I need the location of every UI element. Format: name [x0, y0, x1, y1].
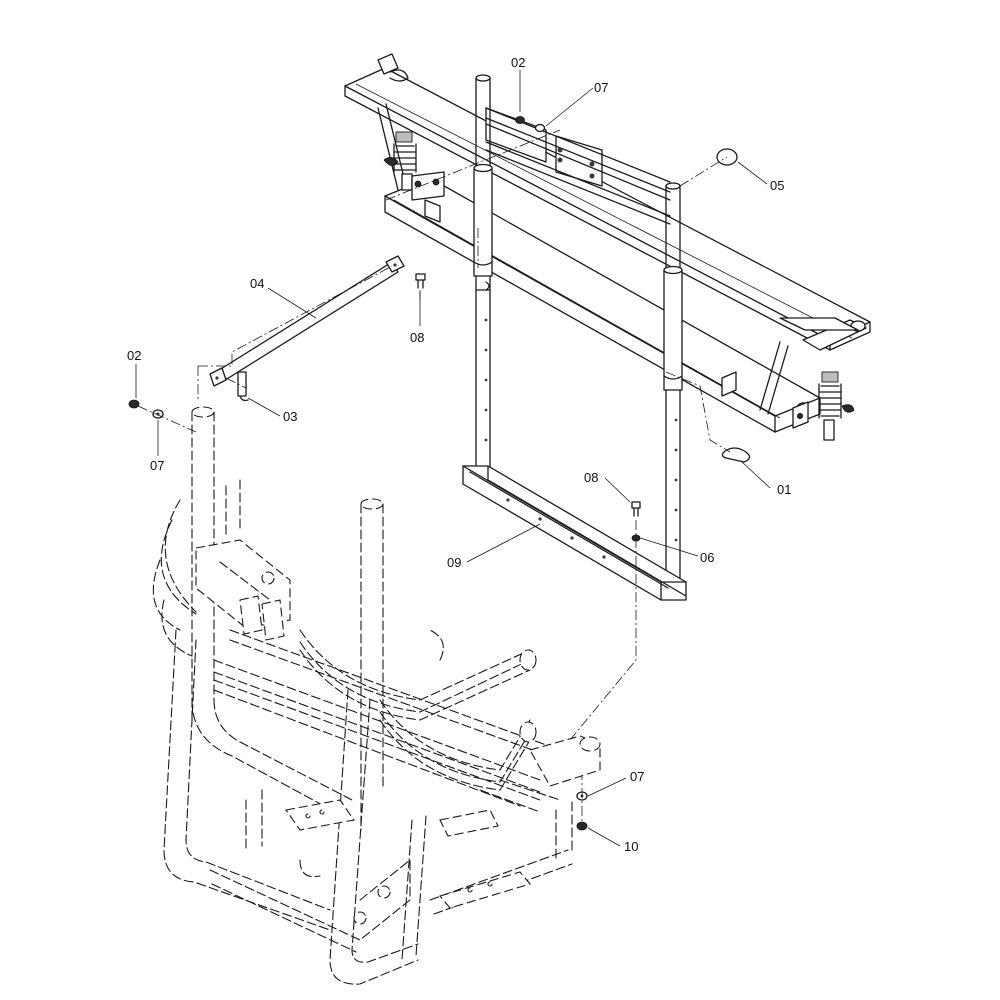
callout-label: 02 — [511, 55, 525, 70]
callout-label: 05 — [770, 178, 784, 193]
callout-label: 02 — [127, 348, 141, 363]
callout-label: 08 — [584, 470, 598, 485]
rack-frame — [344, 53, 871, 441]
brace-bar-part-04 — [209, 255, 405, 387]
callout-label: 07 — [594, 80, 608, 95]
left-spring — [383, 131, 445, 223]
callout-label: 10 — [624, 839, 638, 854]
callout-label: 07 — [630, 769, 644, 784]
callout-label: 01 — [777, 482, 791, 497]
base-tray-part-09 — [462, 465, 687, 601]
nut-washer-top — [515, 116, 546, 133]
bolt-part-08-upper — [415, 273, 426, 289]
callout-label: 06 — [700, 550, 714, 565]
cart-frame-phantom — [152, 406, 601, 985]
hitch-clip-part-01 — [721, 447, 751, 463]
callout-label: 08 — [410, 330, 424, 345]
callout-labels: 02 07 05 04 08 02 03 07 01 08 06 09 07 1… — [127, 55, 791, 854]
basket-frame — [462, 74, 687, 601]
tab-bracket-part-03 — [237, 371, 249, 402]
assembly-centerlines — [137, 129, 731, 830]
right-spring — [721, 371, 855, 441]
callout-label: 04 — [250, 276, 264, 291]
callout-label: 09 — [447, 555, 461, 570]
callout-label: 03 — [283, 409, 297, 424]
callout-label: 07 — [150, 458, 164, 473]
callout-leaders — [135, 70, 771, 847]
